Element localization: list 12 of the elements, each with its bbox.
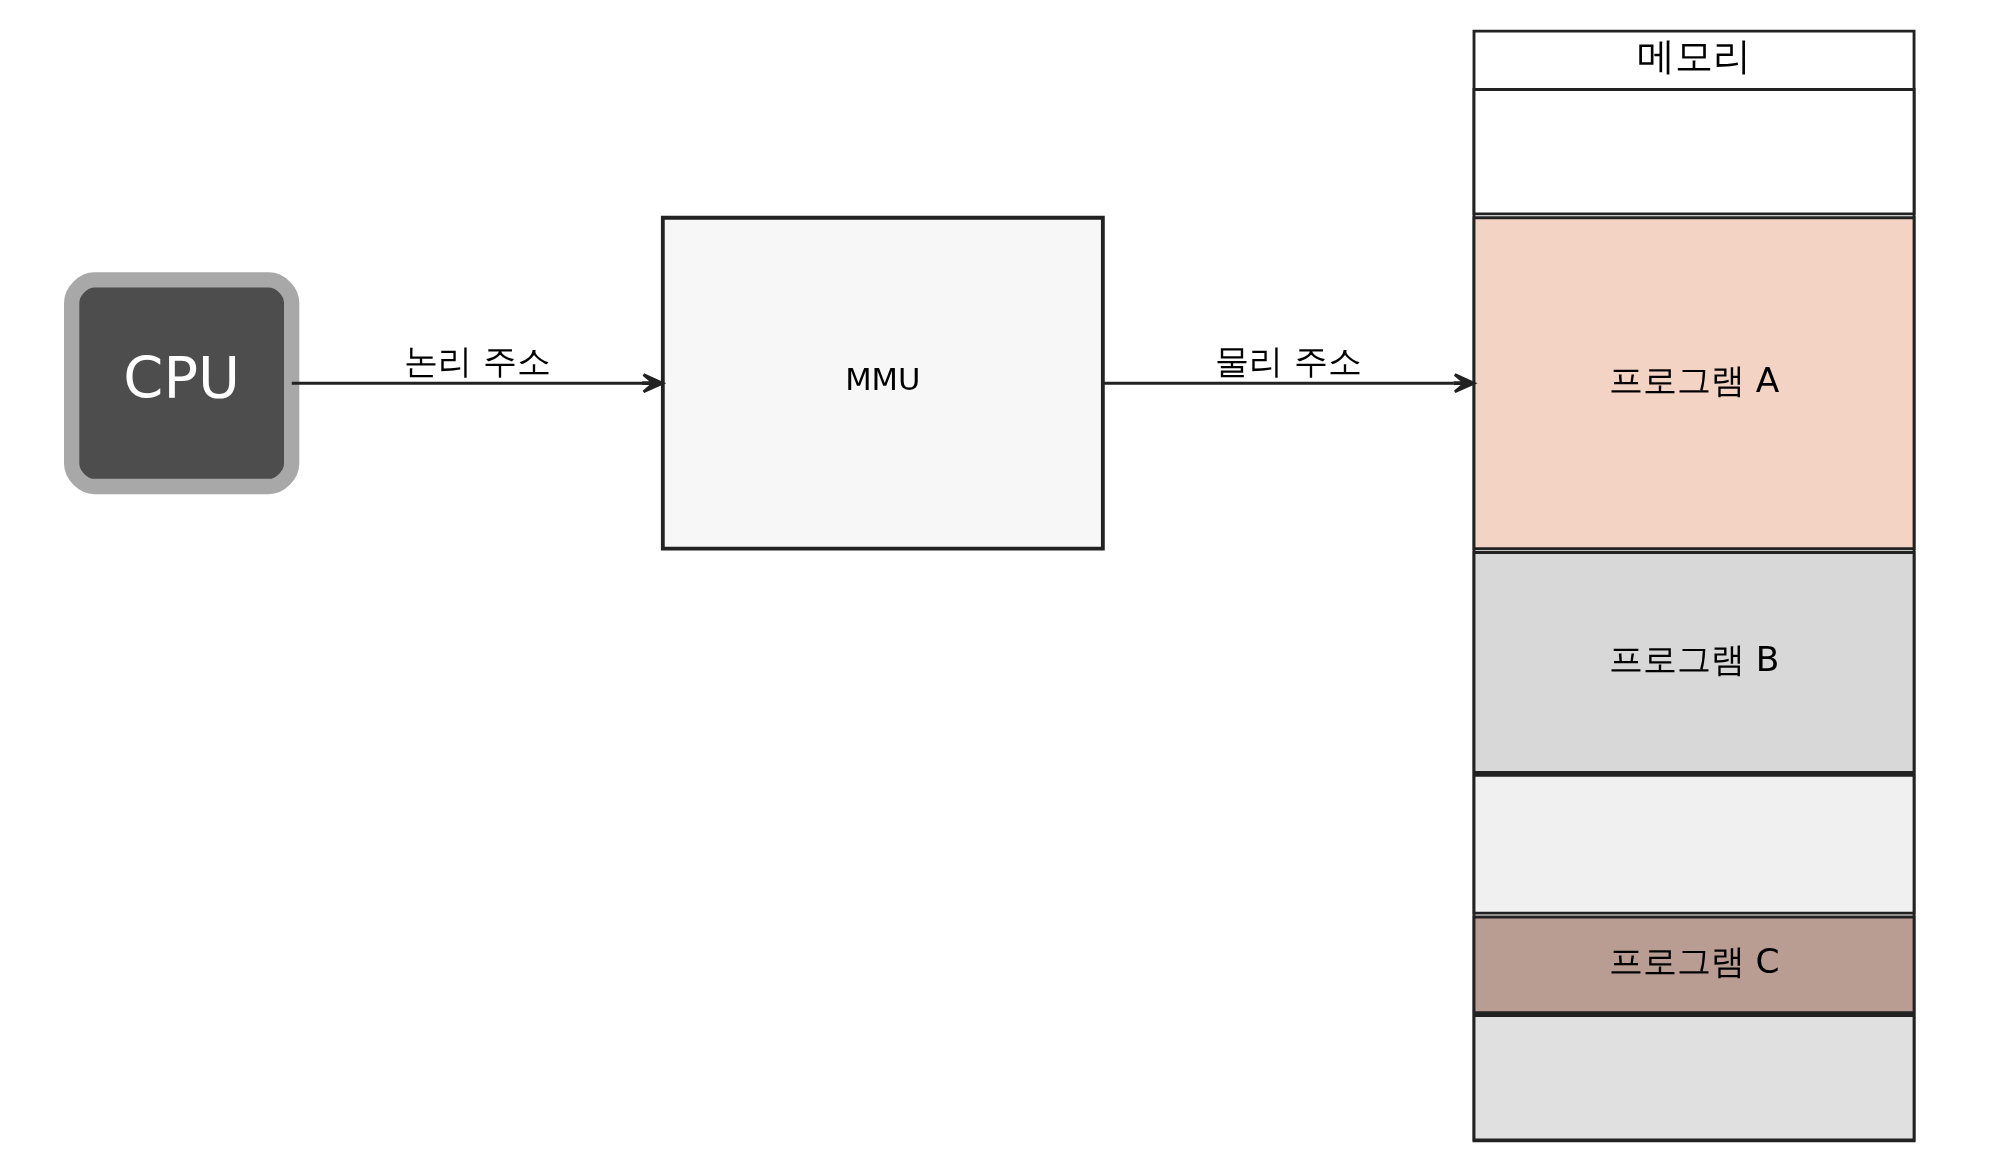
arrow <box>1102 373 1475 394</box>
node-box: 프로그램 C <box>1472 915 1915 1015</box>
node-box <box>1472 88 1915 216</box>
arrow <box>291 373 664 394</box>
node-box: MMU <box>660 215 1105 551</box>
edge-label: 물리 주소 <box>1214 340 1362 381</box>
node-box <box>1472 1014 1915 1142</box>
edge-label: 논리 주소 <box>403 340 551 381</box>
node-box <box>1472 773 1915 915</box>
node-box: 프로그램 A <box>1472 216 1915 551</box>
node-box: CPU <box>63 272 299 495</box>
node-box: 프로그램 B <box>1472 551 1915 774</box>
